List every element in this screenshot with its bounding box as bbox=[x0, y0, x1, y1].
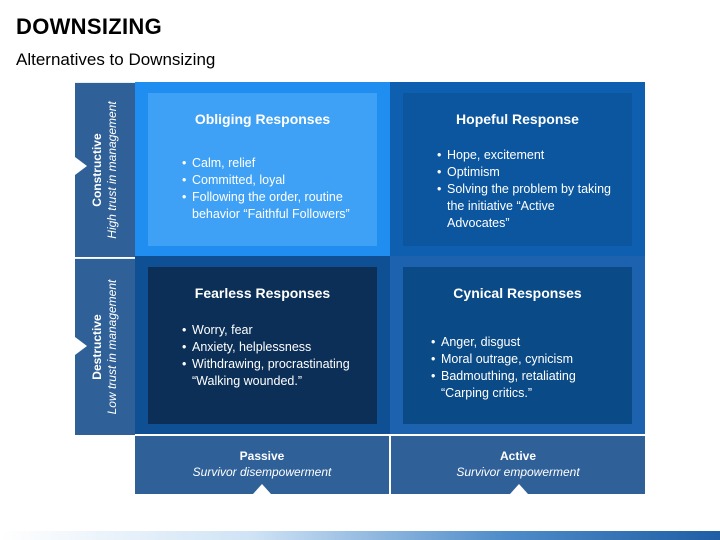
list-item: Withdrawing, procrastinating “Walking wo… bbox=[182, 356, 363, 390]
card-list: Calm, relief Committed, loyal Following … bbox=[182, 155, 363, 223]
card-title: Cynical Responses bbox=[453, 285, 582, 301]
row-subtitle: High trust in management bbox=[105, 101, 119, 239]
column-tab-passive: Passive Survivor disempowerment bbox=[135, 436, 389, 494]
quadrant-fearless: Fearless Responses Worry, fear Anxiety, … bbox=[135, 256, 390, 434]
page-title: DOWNSIZING bbox=[16, 14, 162, 39]
card-title: Obliging Responses bbox=[194, 111, 331, 127]
card-list: Hope, excitement Optimism Solving the pr… bbox=[437, 147, 618, 232]
row-title: Destructive bbox=[90, 314, 104, 380]
card-list: Anger, disgust Moral outrage, cynicism B… bbox=[431, 334, 618, 402]
row-label-destructive: Destructive Low trust in management bbox=[90, 280, 120, 415]
column-subtitle: Survivor disempowerment bbox=[192, 465, 332, 479]
row-tab-destructive: Destructive Low trust in management bbox=[75, 258, 135, 435]
list-item: Badmouthing, retaliating “Carping critic… bbox=[431, 368, 618, 402]
column-title: Passive bbox=[239, 449, 285, 463]
card-cynical: Cynical Responses Anger, disgust Moral o… bbox=[403, 267, 632, 424]
list-item: Moral outrage, cynicism bbox=[431, 351, 618, 368]
row-label-constructive: Constructive High trust in management bbox=[90, 101, 120, 238]
quadrant-obliging: Obliging Responses Calm, relief Committe… bbox=[135, 82, 390, 256]
list-item: Anxiety, helplessness bbox=[182, 339, 363, 356]
page-subtitle: Alternatives to Downsizing bbox=[16, 50, 216, 69]
decorative-bottom-band bbox=[0, 531, 720, 540]
list-item: Committed, loyal bbox=[182, 172, 363, 189]
notch-active bbox=[510, 484, 528, 494]
list-item: Worry, fear bbox=[182, 322, 363, 339]
column-tab-active: Active Survivor empowerment bbox=[391, 436, 645, 494]
list-item: Optimism bbox=[437, 164, 618, 181]
row-title: Constructive bbox=[90, 133, 104, 207]
card-obliging: Obliging Responses Calm, relief Committe… bbox=[148, 93, 377, 246]
list-item: Following the order, routine behavior “F… bbox=[182, 189, 363, 223]
card-title: Hopeful Response bbox=[456, 111, 579, 127]
quadrant-hopeful: Hopeful Response Hope, excitement Optimi… bbox=[390, 82, 645, 256]
row-tab-constructive: Constructive High trust in management bbox=[75, 82, 135, 257]
quadrant-cynical: Cynical Responses Anger, disgust Moral o… bbox=[390, 256, 645, 434]
row-subtitle: Low trust in management bbox=[105, 279, 119, 415]
card-title: Fearless Responses bbox=[194, 285, 331, 301]
card-fearless: Fearless Responses Worry, fear Anxiety, … bbox=[148, 267, 377, 424]
notch-passive bbox=[253, 484, 271, 494]
list-item: Solving the problem by taking the initia… bbox=[437, 181, 618, 232]
card-hopeful: Hopeful Response Hope, excitement Optimi… bbox=[403, 93, 632, 246]
list-item: Anger, disgust bbox=[431, 334, 618, 351]
list-item: Hope, excitement bbox=[437, 147, 618, 164]
card-list: Worry, fear Anxiety, helplessness Withdr… bbox=[182, 322, 363, 390]
column-subtitle: Survivor empowerment bbox=[456, 465, 580, 479]
list-item: Calm, relief bbox=[182, 155, 363, 172]
column-title: Active bbox=[499, 449, 537, 463]
